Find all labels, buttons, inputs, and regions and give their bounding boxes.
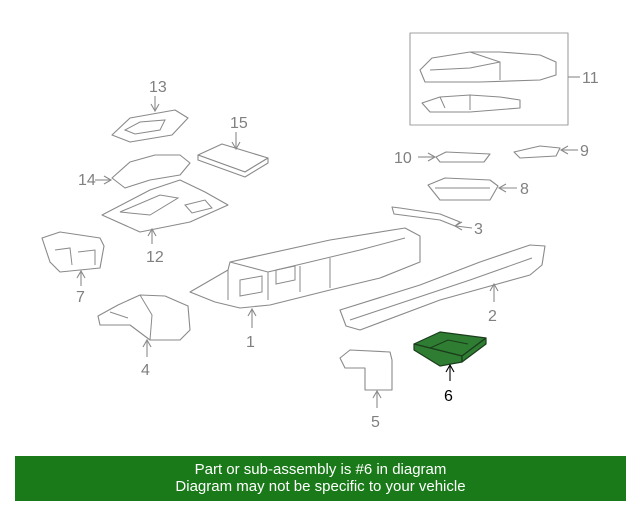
callout-13: 13 <box>149 79 167 96</box>
info-banner: Part or sub-assembly is #6 in diagram Di… <box>15 456 626 501</box>
callout-12: 12 <box>146 249 164 266</box>
part-4[interactable] <box>97 294 191 341</box>
callout-14: 14 <box>78 172 96 189</box>
part-5[interactable] <box>339 349 393 391</box>
callout-11: 11 <box>582 70 599 87</box>
callout-15: 15 <box>230 115 248 132</box>
part-3[interactable] <box>391 206 461 227</box>
callout-10: 10 <box>394 150 412 167</box>
callout-2: 2 <box>488 308 497 325</box>
banner-line-1: Part or sub-assembly is #6 in diagram <box>194 461 447 478</box>
callout-1: 1 <box>246 334 255 351</box>
callout-3: 3 <box>474 221 483 238</box>
part-8[interactable] <box>427 177 499 201</box>
parts-diagram: 11 13 15 14 12 7 4 <box>41 32 599 431</box>
part-6-highlighted[interactable] <box>413 331 487 367</box>
callout-9: 9 <box>580 143 589 160</box>
part-10[interactable] <box>435 151 491 163</box>
part-15[interactable] <box>197 143 269 178</box>
part-1[interactable] <box>189 227 421 309</box>
part-13[interactable] <box>111 109 189 143</box>
callout-4: 4 <box>141 362 150 379</box>
callout-6: 6 <box>444 388 453 405</box>
callout-8: 8 <box>520 181 529 198</box>
part-12[interactable] <box>101 179 229 233</box>
part-9[interactable] <box>513 145 561 159</box>
part-11[interactable] <box>409 32 569 126</box>
callout-7: 7 <box>76 289 85 306</box>
part-14[interactable] <box>111 154 191 189</box>
callout-5: 5 <box>371 414 380 431</box>
banner-line-2: Diagram may not be specific to your vehi… <box>175 478 466 495</box>
part-7[interactable] <box>41 231 105 273</box>
part-2[interactable] <box>339 244 546 331</box>
